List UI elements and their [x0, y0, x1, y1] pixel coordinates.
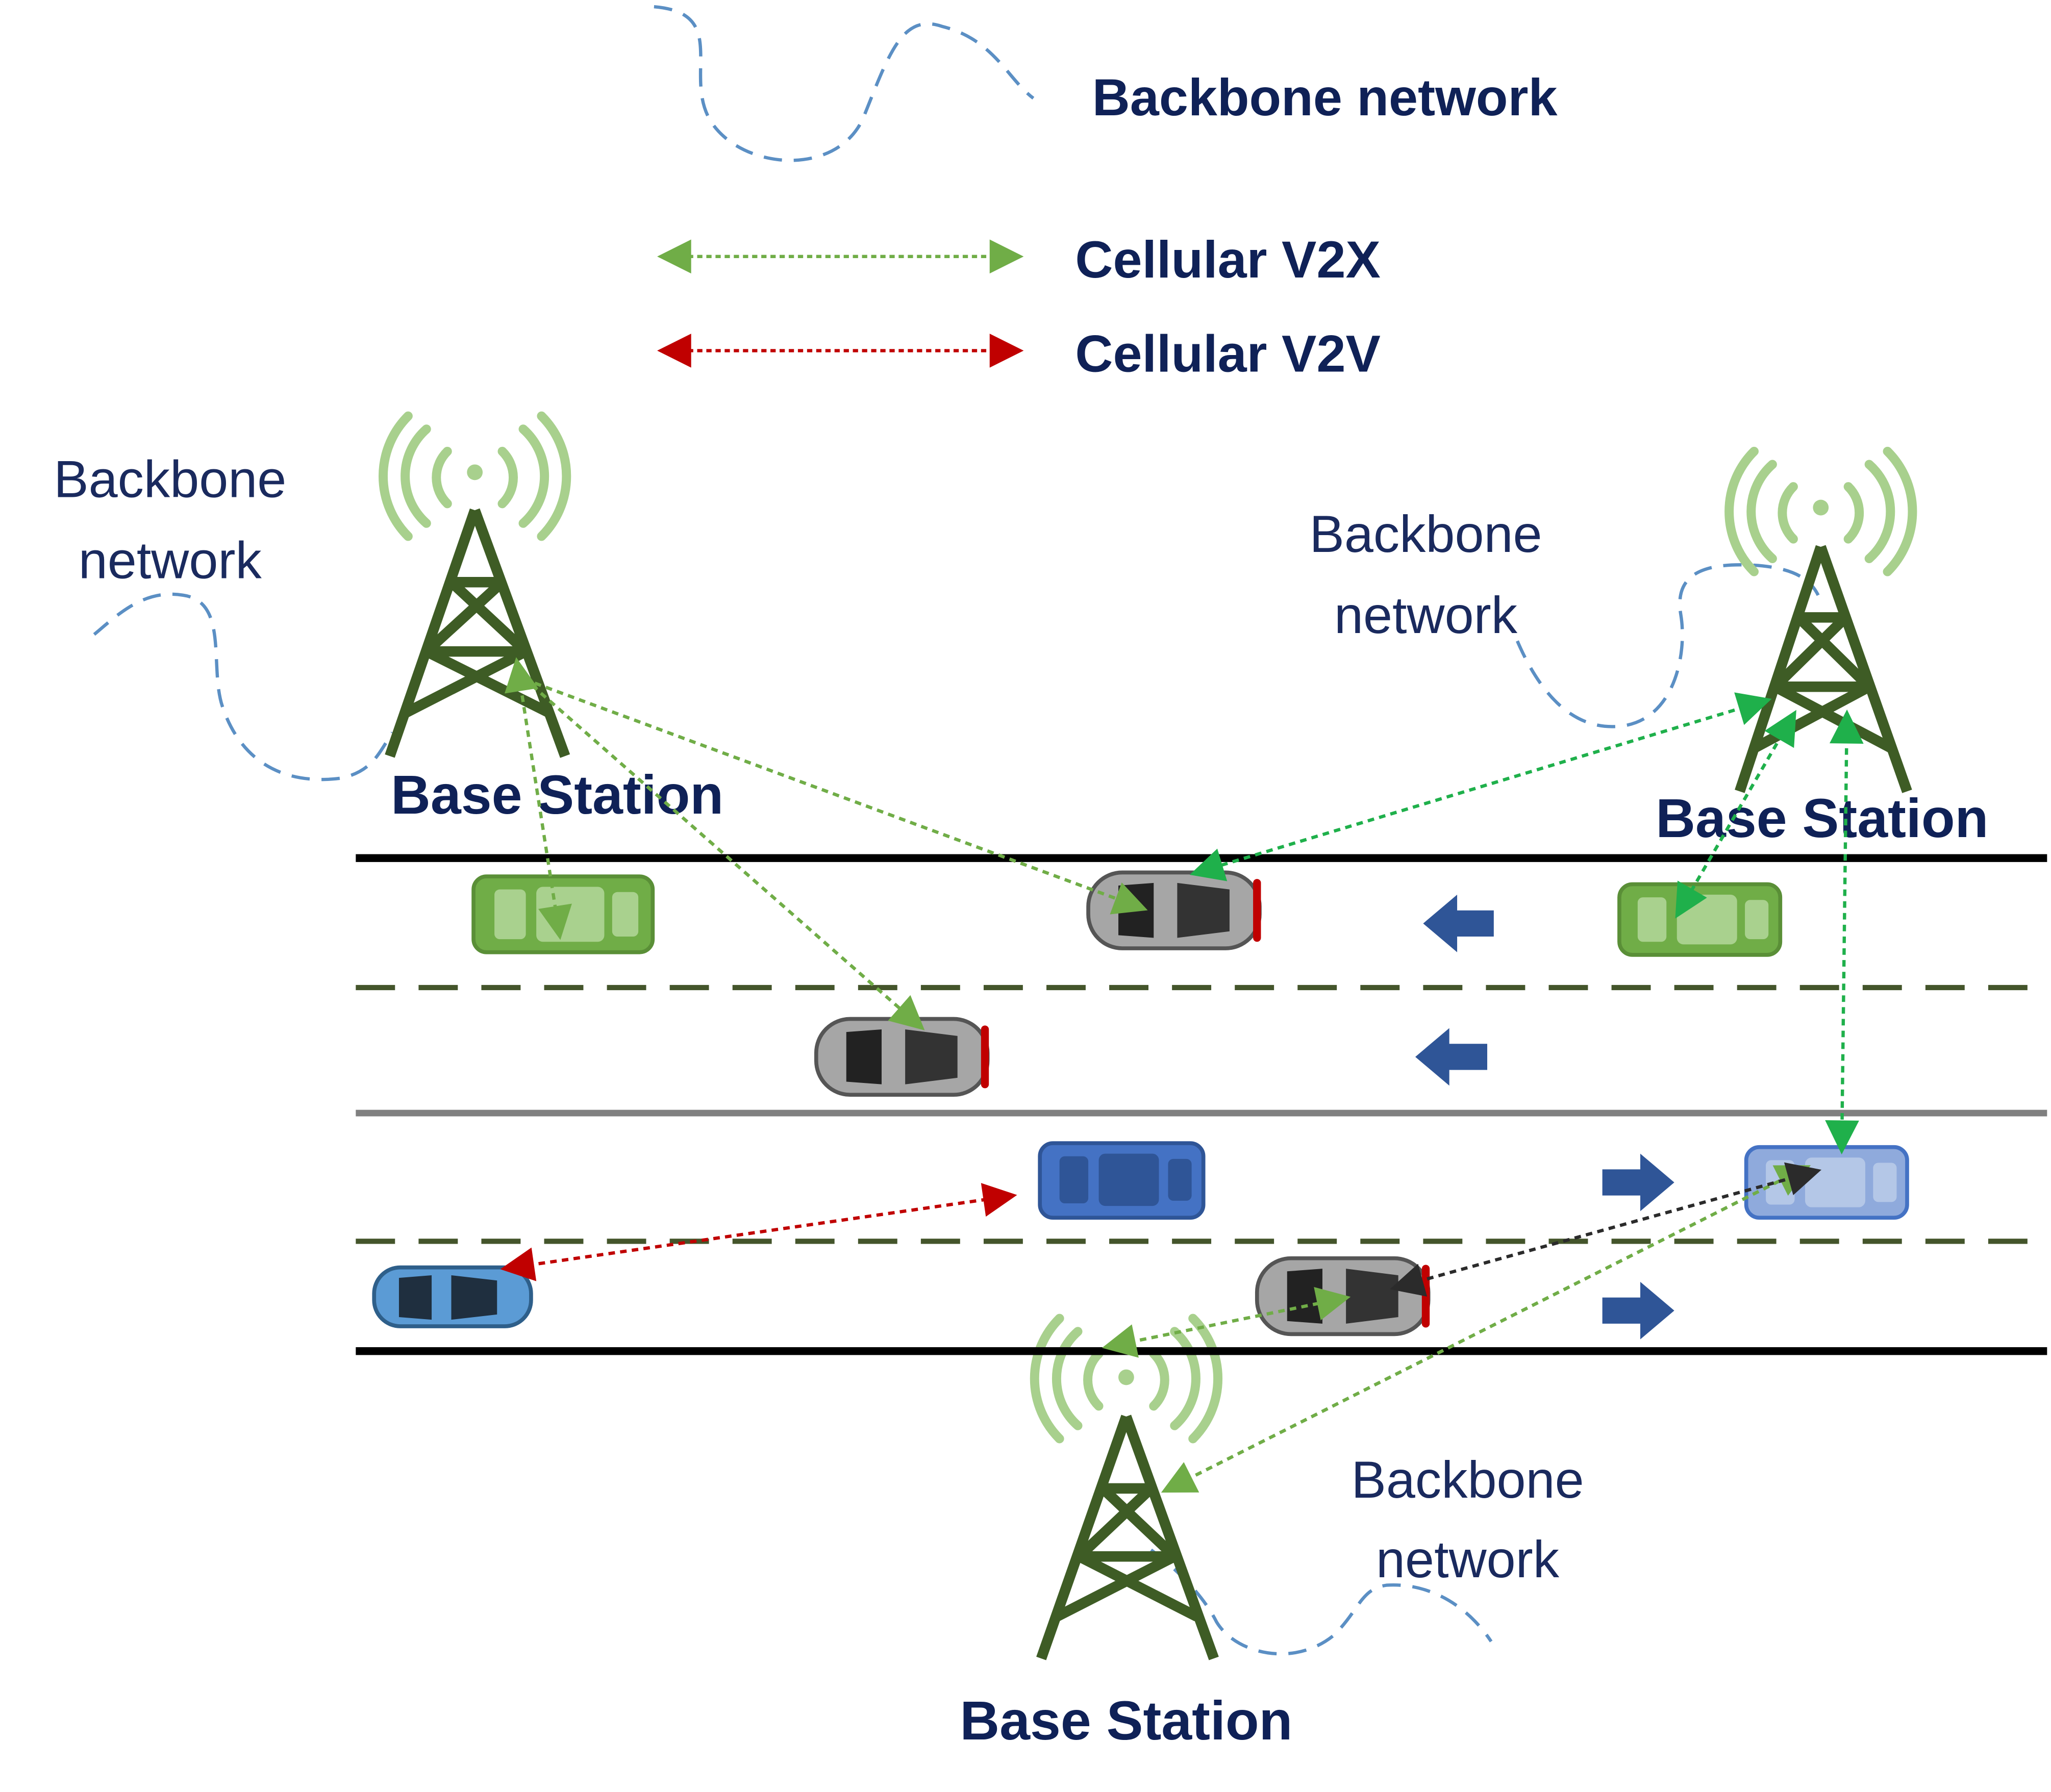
backbone-bottom-label-1: Backbone [1352, 1450, 1584, 1509]
vehicle-gray-car [1086, 870, 1262, 950]
vehicle-gray-car [814, 1017, 990, 1097]
signal-icon [379, 411, 571, 541]
legend-backbone-line [654, 5, 1035, 162]
base-station-left-label: Base Station [391, 764, 723, 825]
tower-icon [1036, 1415, 1219, 1660]
backbone-line-bottom [1150, 1548, 1493, 1656]
backbone-line-left [93, 592, 394, 781]
backbone-bottom-label-2: network [1376, 1530, 1560, 1588]
direction-arrow-right [1602, 1281, 1674, 1340]
backbone-left-label-2: network [79, 531, 262, 590]
direction-arrow-left [1423, 894, 1494, 952]
legend-v2v-label: Cellular V2V [1075, 324, 1380, 383]
backbone-mid-label-2: network [1334, 586, 1518, 644]
legend-v2x-label: Cellular V2X [1075, 230, 1380, 289]
direction-arrow-right [1602, 1153, 1674, 1212]
legend-backbone-label: Backbone network [1092, 68, 1558, 127]
base-station-bottom [1030, 1314, 1222, 1660]
vehicle-blue-car [372, 1265, 533, 1328]
v2v-link [500, 1183, 1017, 1281]
vehicle-gray-car [1255, 1256, 1431, 1336]
backbone-left-label-1: Backbone [54, 450, 286, 509]
base-station-right-label: Base Station [1656, 788, 1988, 849]
base-station-right [1724, 446, 1917, 793]
tower-icon [385, 508, 570, 758]
backbone-mid-label-1: Backbone [1309, 504, 1542, 563]
direction-arrow-left [1415, 1028, 1488, 1086]
base-station-left [379, 411, 571, 758]
base-station-bottom-label: Base Station [960, 1690, 1292, 1751]
tower-icon [1735, 545, 1912, 793]
vehicle-blue-car [1038, 1141, 1206, 1220]
v2v-link-dark [1389, 1162, 1822, 1297]
vehicle-green-car [1617, 882, 1783, 957]
vehicle-green-car [471, 874, 655, 954]
signal-icon [1724, 446, 1917, 576]
